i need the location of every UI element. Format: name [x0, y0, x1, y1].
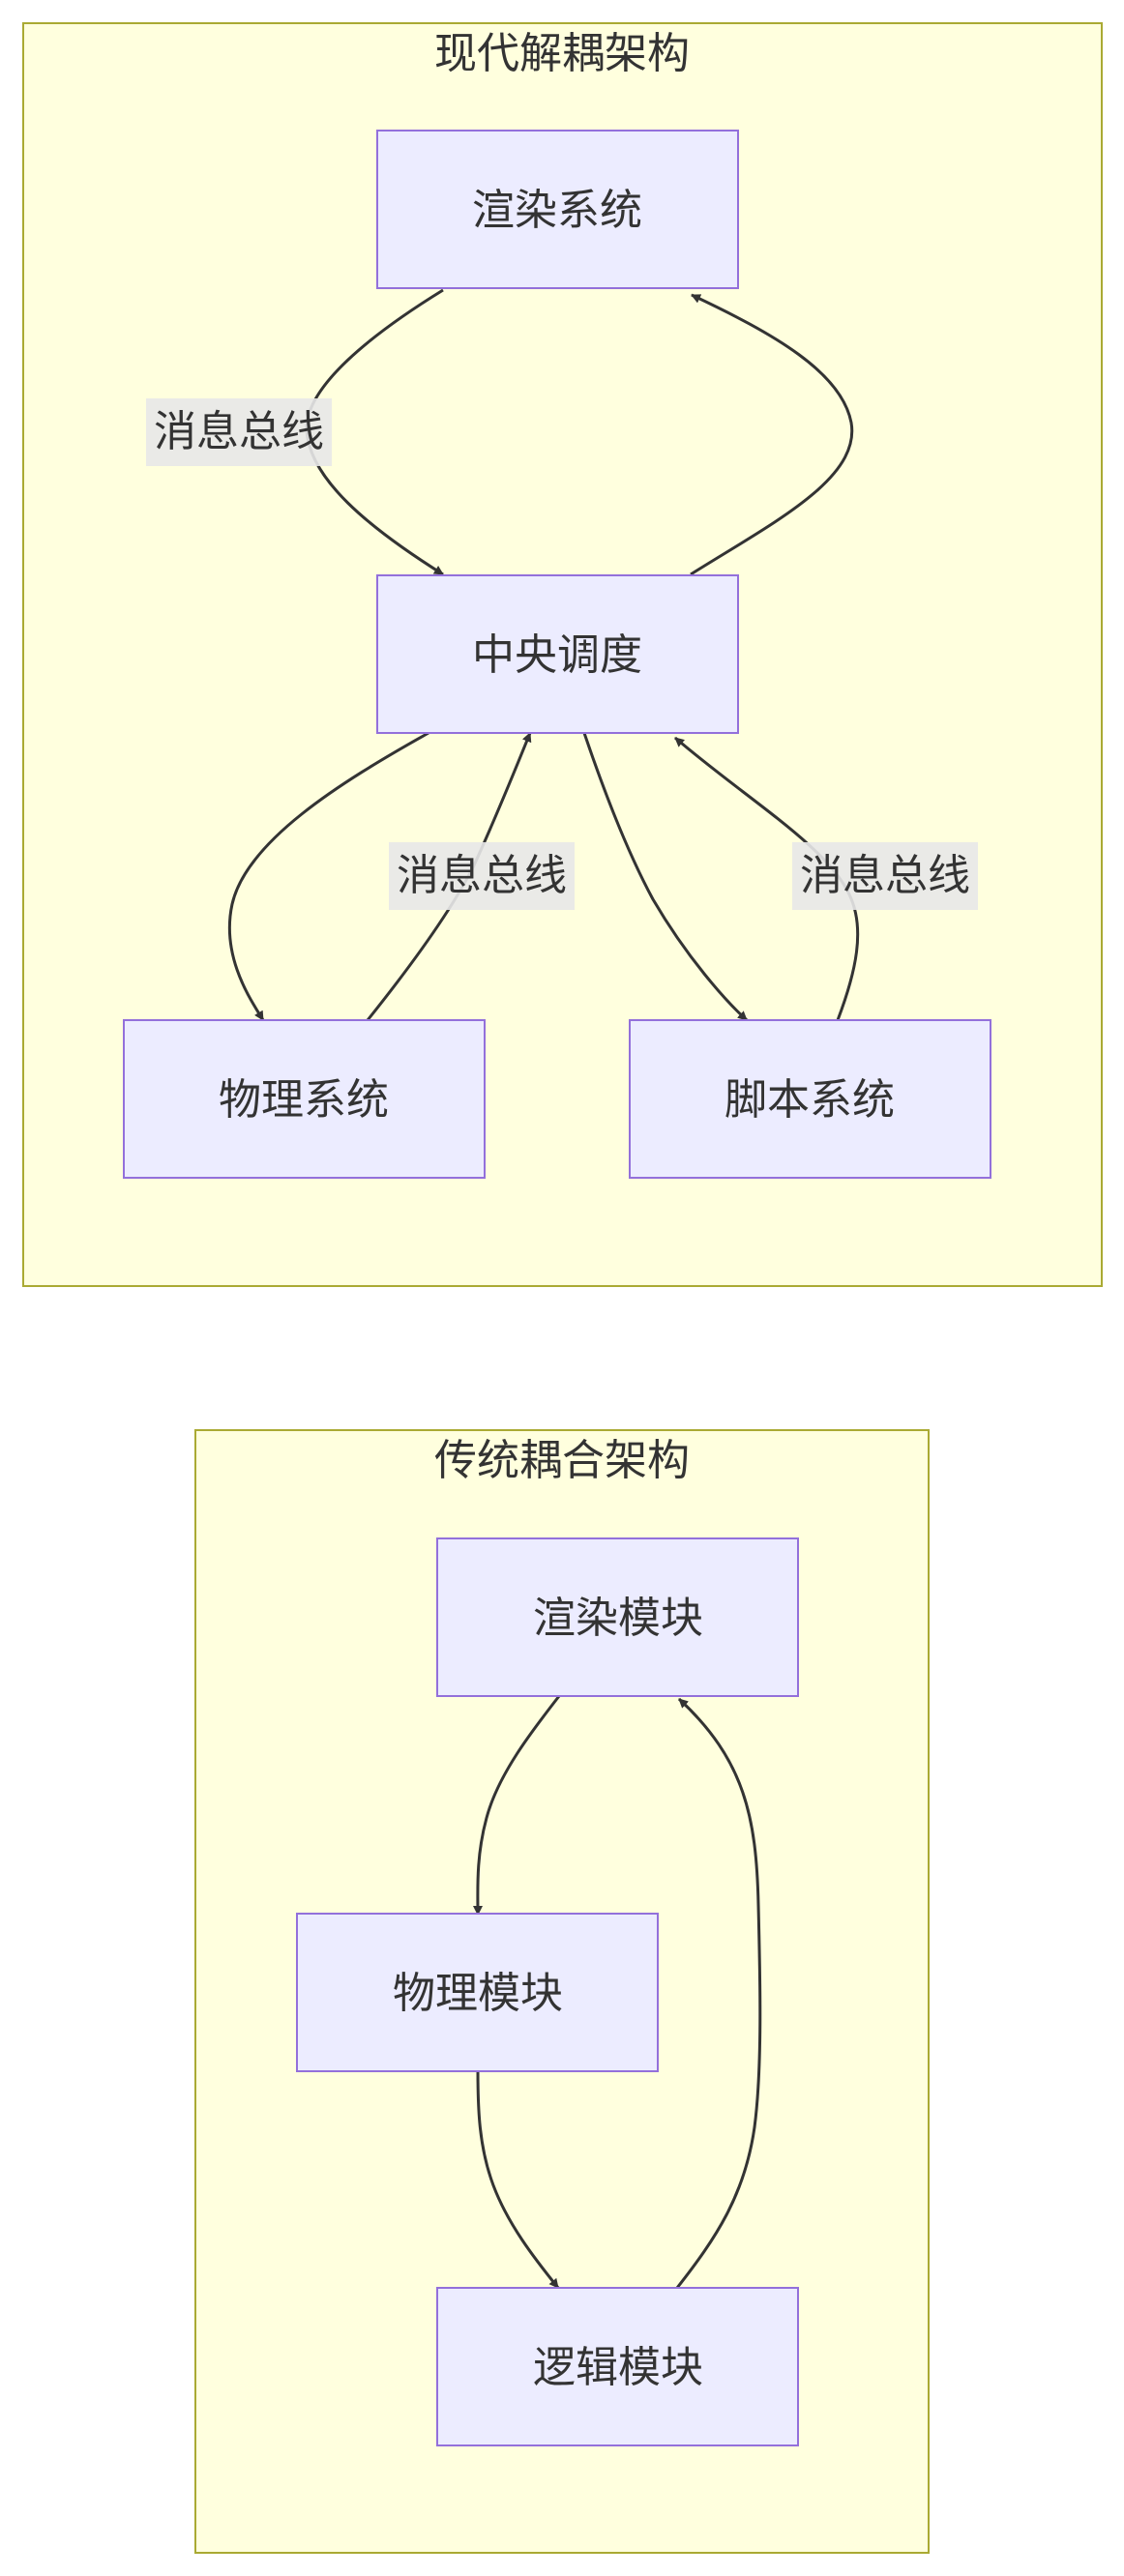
node-physics-system[interactable]: 物理系统	[123, 1019, 486, 1179]
cluster-modern-title: 现代解耦架构	[434, 29, 690, 78]
node-label: 物理系统	[219, 1075, 389, 1125]
edge-label-text: 消息总线	[800, 851, 970, 900]
node-label: 逻辑模块	[533, 2343, 703, 2392]
edge-render-module-to-physics-module	[472, 1695, 561, 1916]
node-central-scheduler[interactable]: 中央调度	[376, 574, 739, 734]
edge-physics-module-to-logic-module	[476, 2069, 560, 2289]
edge-central-to-physics	[227, 731, 429, 1021]
cluster-traditional-title: 传统耦合架构	[434, 1436, 690, 1485]
node-label: 物理模块	[393, 1969, 563, 2018]
node-label: 脚本系统	[725, 1075, 895, 1125]
edge-label-text: 消息总线	[397, 851, 567, 900]
edges-traditional	[472, 1695, 762, 2289]
edge-logic-module-to-render-module	[675, 1697, 762, 2289]
edge-central-to-render	[690, 293, 854, 576]
edge-label-text: 消息总线	[154, 407, 324, 456]
node-label: 渲染模块	[533, 1594, 703, 1643]
edge-label-script-central: 消息总线	[792, 842, 978, 910]
node-label: 渲染系统	[472, 186, 642, 235]
node-logic-module[interactable]: 逻辑模块	[436, 2287, 799, 2446]
edge-label-render-central: 消息总线	[146, 398, 332, 466]
edge-label-physics-central: 消息总线	[389, 842, 575, 910]
node-render-system[interactable]: 渲染系统	[376, 130, 739, 289]
node-script-system[interactable]: 脚本系统	[629, 1019, 991, 1179]
node-label: 中央调度	[472, 630, 642, 680]
node-render-module[interactable]: 渲染模块	[436, 1537, 799, 1697]
node-physics-module[interactable]: 物理模块	[296, 1913, 659, 2072]
edge-central-to-script	[582, 732, 749, 1022]
